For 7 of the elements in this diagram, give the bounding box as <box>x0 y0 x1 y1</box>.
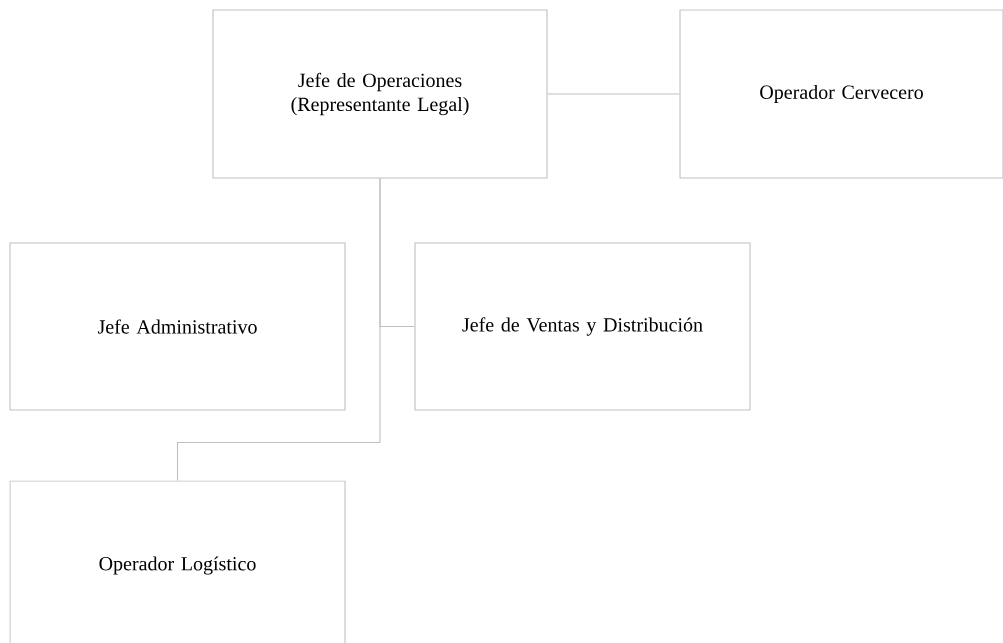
connector-line <box>176 178 381 481</box>
position-box: Jefe de Ventas y Distribución <box>414 242 751 411</box>
position-box: Operador Logístico <box>9 480 346 643</box>
position-box: Jefe Administrativo <box>9 242 346 411</box>
connector-line <box>547 93 680 95</box>
position-box: Operador Cervecero <box>679 9 1003 179</box>
position-box: Jefe de Operaciones (Representante Legal) <box>212 9 548 179</box>
